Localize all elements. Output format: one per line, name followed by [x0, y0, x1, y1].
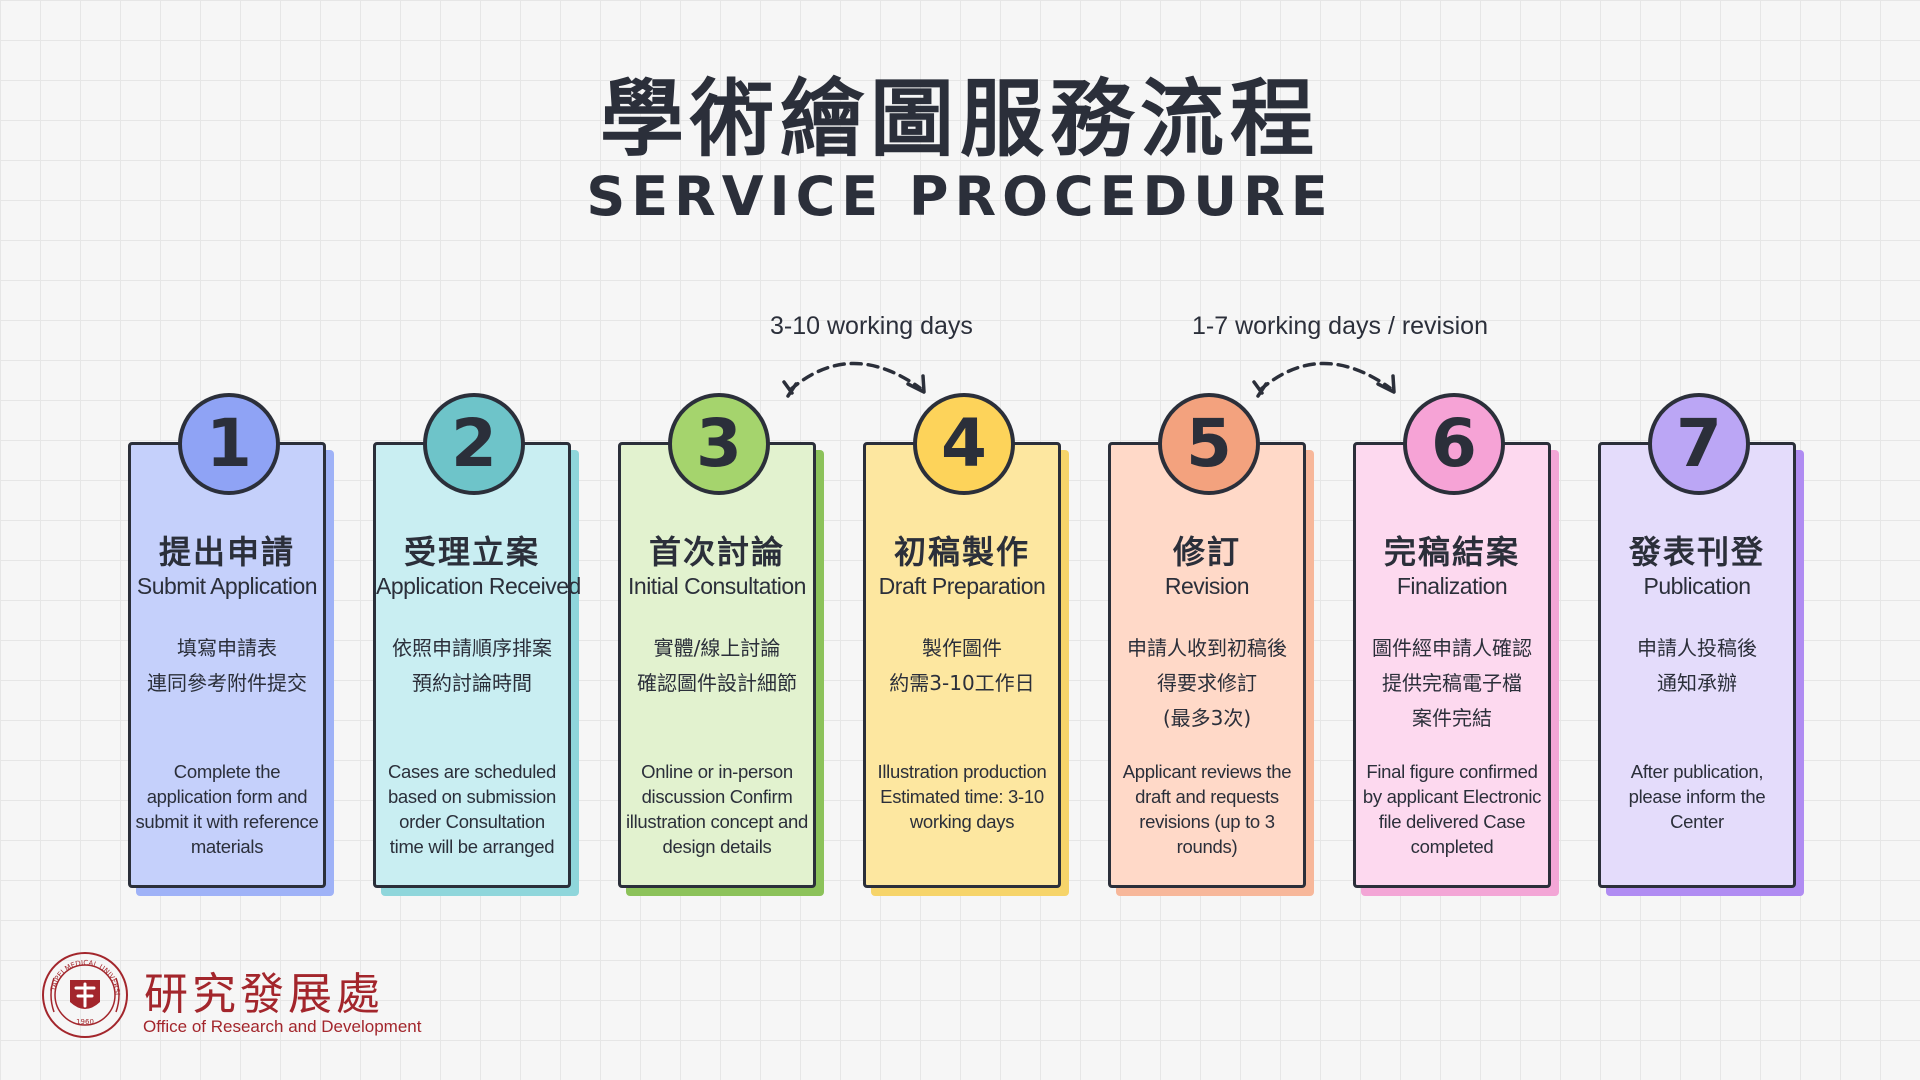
step-desc-zh-line: 連同參考附件提交: [147, 671, 307, 695]
step-card: 發表刊登 Publication 申請人投稿後 通知承辦 After publi…: [1598, 442, 1796, 888]
step-number-badge: 3: [668, 393, 770, 495]
step-number-badge: 6: [1403, 393, 1505, 495]
step-desc-zh-line: (最多3次): [1162, 706, 1252, 730]
step-desc-zh-line: 製作圖件: [922, 636, 1002, 660]
step-number: 1: [206, 405, 252, 482]
step-title-zh: 修訂: [1172, 533, 1241, 571]
step-title-en: Application Received: [376, 573, 581, 599]
duration-arrow-draft-icon: [782, 361, 926, 398]
step-title-en: Publication: [1643, 573, 1751, 599]
step-number: 4: [941, 405, 987, 482]
step-title-zh: 發表刊登: [1628, 533, 1765, 571]
step-title-en: Initial Consultation: [628, 573, 806, 599]
step-desc-en: Complete the application form and submit…: [135, 761, 319, 857]
step-desc-zh-line: 提供完稿電子檔: [1382, 671, 1522, 695]
step-title-en: Revision: [1164, 573, 1250, 599]
duration-arrow-revision-icon: [1252, 361, 1396, 398]
step-desc-en: After publication, please inform the Cen…: [1628, 761, 1766, 832]
step-desc-zh: 申請人收到初稿後 得要求修訂 (最多3次): [1111, 631, 1303, 736]
step-title-en: Submit Application: [136, 573, 318, 599]
step-card: 提出申請 Submit Application 填寫申請表 連同參考附件提交 C…: [128, 442, 326, 888]
duration-label-revision: 1-7 working days / revision: [1192, 312, 1488, 340]
step-desc-en: Applicant reviews the draft and requests…: [1122, 761, 1292, 857]
step-title-zh: 完稿結案: [1383, 533, 1520, 571]
step-number-badge: 1: [178, 393, 280, 495]
seal-year: 1960: [76, 1018, 94, 1026]
step-number: 3: [696, 405, 742, 482]
taipei-medical-university-seal-icon: TAIPEI MEDICAL UNIVERSITY 1960: [40, 950, 128, 1038]
step-desc-zh: 填寫申請表 連同參考附件提交: [131, 631, 323, 701]
step-title-en: Finalization: [1396, 573, 1508, 599]
step-number-badge: 4: [913, 393, 1015, 495]
step-desc-zh-line: 申請人收到初稿後: [1127, 636, 1287, 660]
step-card: 首次討論 Initial Consultation 實體/線上討論 確認圖件設計…: [618, 442, 816, 888]
step-desc-zh-line: 圖件經申請人確認: [1372, 636, 1532, 660]
step-card: 初稿製作 Draft Preparation 製作圖件 約需3-10工作日 Il…: [863, 442, 1061, 888]
step-number-badge: 5: [1158, 393, 1260, 495]
step-desc-zh-line: 填寫申請表: [177, 636, 277, 660]
step-desc-zh-line: 依照申請順序排案: [392, 636, 552, 660]
org-name-zh: 研究發展處: [144, 969, 384, 1020]
step-card: 修訂 Revision 申請人收到初稿後 得要求修訂 (最多3次) Applic…: [1108, 442, 1306, 888]
step-desc-zh-line: 實體/線上討論: [653, 636, 781, 660]
org-name-en: Office of Research and Development: [143, 1017, 422, 1036]
step-number-badge: 2: [423, 393, 525, 495]
step-number-badge: 7: [1648, 393, 1750, 495]
step-desc-zh: 實體/線上討論 確認圖件設計細節: [621, 631, 813, 701]
page-title-en: SERVICE PROCEDURE: [586, 165, 1334, 228]
page-title-zh: 學術繪圖服務流程: [599, 70, 1320, 168]
step-card: 受理立案 Application Received 依照申請順序排案 預約討論時…: [373, 442, 581, 888]
step-number: 2: [451, 405, 497, 482]
step-desc-zh: 依照申請順序排案 預約討論時間: [376, 631, 568, 701]
step-number: 5: [1186, 405, 1232, 482]
step-title-zh: 初稿製作: [893, 533, 1030, 571]
step-desc-zh: 申請人投稿後 通知承辦: [1601, 631, 1793, 701]
duration-label-draft: 3-10 working days: [770, 312, 973, 340]
step-desc-en: Illustration production Estimated time: …: [877, 761, 1047, 832]
step-desc-zh-line: 得要求修訂: [1157, 671, 1257, 695]
step-desc-zh: 圖件經申請人確認 提供完稿電子檔 案件完結: [1356, 631, 1548, 736]
step-number: 7: [1676, 405, 1722, 482]
step-desc-zh-line: 申請人投稿後: [1637, 636, 1757, 660]
step-number: 6: [1431, 405, 1477, 482]
step-desc-zh-line: 確認圖件設計細節: [637, 671, 797, 695]
step-desc-zh-line: 預約討論時間: [412, 671, 532, 695]
step-desc-en: Online or in-person discussion Confirm i…: [625, 761, 809, 857]
step-desc-zh-line: 約需3-10工作日: [889, 671, 1035, 695]
step-title-en: Draft Preparation: [878, 573, 1046, 599]
step-title-zh: 受理立案: [403, 533, 540, 571]
step-desc-en: Cases are scheduled based on submission …: [387, 761, 557, 857]
step-title-zh: 提出申請: [158, 533, 295, 571]
step-desc-en: Final figure confirmed by applicant Elec…: [1362, 761, 1542, 857]
step-desc-zh-line: 案件完結: [1412, 706, 1492, 730]
step-card: 完稿結案 Finalization 圖件經申請人確認 提供完稿電子檔 案件完結 …: [1353, 442, 1551, 888]
step-desc-zh: 製作圖件 約需3-10工作日: [866, 631, 1058, 701]
step-title-zh: 首次討論: [648, 533, 785, 571]
step-desc-zh-line: 通知承辦: [1657, 671, 1737, 695]
